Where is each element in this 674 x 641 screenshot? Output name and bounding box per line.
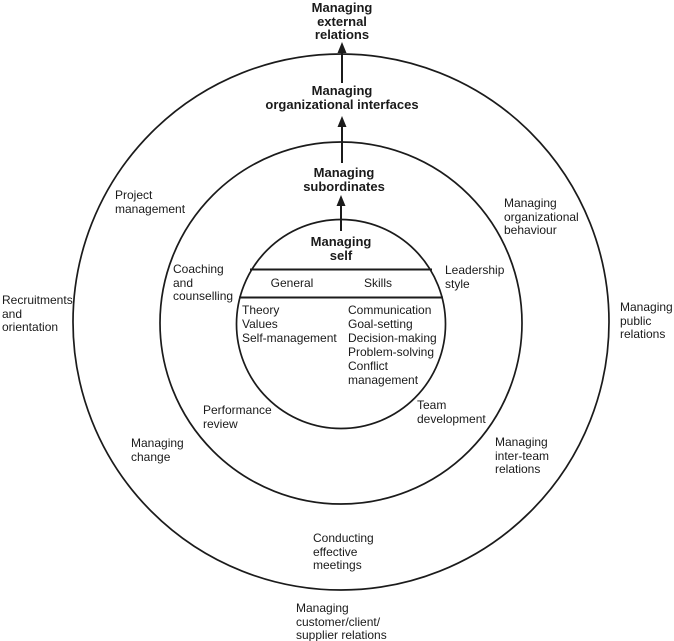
label-line: Managing [311,83,373,98]
label-line: supplier relations [296,628,387,641]
label-line: Managing [296,601,349,615]
label-line: development [417,411,486,426]
arrow-up-icon [336,195,346,206]
label-line: management [115,201,186,216]
label-line: public [620,313,652,328]
label-managing-inter-team-relations: Managing inter-team relations [495,435,550,477]
label-recruitments-and-orientation: Recruitments and orientation [2,293,73,335]
label-line: Team [417,398,447,412]
label-line: relations [620,327,666,341]
label-line: meetings [313,558,362,572]
label-project-management: Project management [115,188,186,216]
label-line: customer/client/ [296,614,381,629]
label-line: relations [314,27,370,42]
arrow-self-to-subordinates [336,195,346,231]
label-line: and [2,306,23,321]
label-line: external [317,13,367,29]
label-managing-external-relations: Managing external relations [232,1,452,42]
label-line: behaviour [504,223,557,237]
table-column-skills: Communication Goal-setting Decision-maki… [348,303,437,387]
label-line: organizational interfaces [265,96,419,112]
label-line: self [329,247,353,263]
table-header-skills: Skills [363,276,392,290]
label-line: Managing [131,436,184,450]
label-line: Managing [620,300,673,314]
label-managing-subordinates: Managing subordinates [234,166,454,193]
label-line: Performance [203,403,272,417]
label-performance-review: Performance review [203,403,272,431]
label-conducting-effective-meetings: Conducting effective meetings [313,531,374,573]
table-cell: Values [242,317,278,331]
label-line: Managing [313,165,375,180]
label-managing-organizational-interfaces: Managing organizational interfaces [232,84,452,111]
label-line: Managing [504,196,557,210]
arrow-subordinates-to-interfaces [337,116,347,163]
label-managing-organizational-behaviour: Managing organizational behaviour [504,196,579,238]
label-line: inter-team [495,448,550,463]
label-line: Conducting [313,531,374,545]
label-leadership-style: Leadership style [445,263,505,291]
table-header-general: General [270,276,314,290]
label-line: review [203,416,238,431]
table-cell: management [348,373,419,387]
table-cell: Self-management [242,331,337,345]
label-line: Managing [311,0,373,15]
label-line: organizational [504,209,579,224]
table-cell: Problem-solving [348,345,435,359]
label-line: Leadership [445,263,505,277]
label-team-development: Team development [417,398,486,426]
label-coaching-and-counselling: Coaching and counselling [173,262,234,304]
table-column-general: Theory Values Self-management [242,303,337,345]
label-line: and [173,275,194,290]
label-line: Recruitments [2,293,73,307]
label-managing-change: Managing change [131,436,184,464]
label-line: Managing [495,435,548,449]
label-line: Coaching [173,262,224,276]
table-cell: Decision-making [348,331,437,345]
arrow-interfaces-to-external [337,42,347,83]
label-line: effective [313,544,358,559]
label-line: style [445,276,470,291]
label-managing-public-relations: Managing public relations [620,300,673,342]
label-line: counselling [173,289,234,303]
label-managing-self: Managing self [231,235,451,262]
arrow-up-icon [337,42,347,53]
table-cell: Goal-setting [348,317,413,331]
table-cell: Theory [242,303,280,317]
table-cell: Communication [348,303,432,317]
label-line: relations [495,462,541,476]
label-managing-customer-client-supplier-relations: Managing customer/client/ supplier relat… [296,601,387,641]
label-line: Managing [310,234,372,249]
label-line: orientation [2,320,59,334]
label-line: subordinates [303,178,385,194]
table-cell: Conflict [348,359,389,373]
label-line: change [131,449,171,464]
arrow-up-icon [337,116,347,127]
label-line: Project [115,188,153,202]
